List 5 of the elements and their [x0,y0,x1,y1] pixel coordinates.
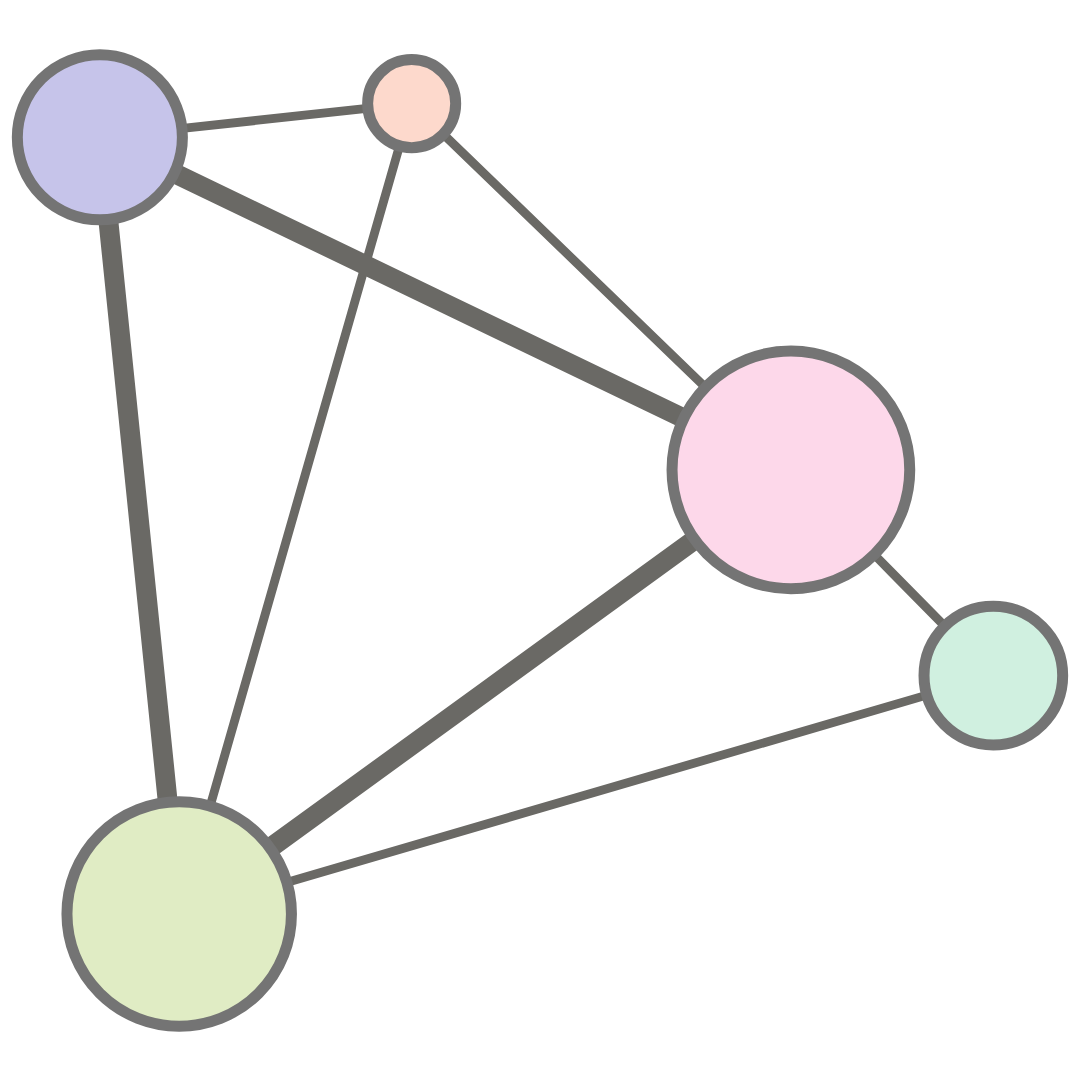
node-circle [918,600,1069,750]
node-circle [61,795,297,1032]
node-circle [666,344,916,594]
node-circle [362,53,462,153]
node-circle [11,48,188,225]
